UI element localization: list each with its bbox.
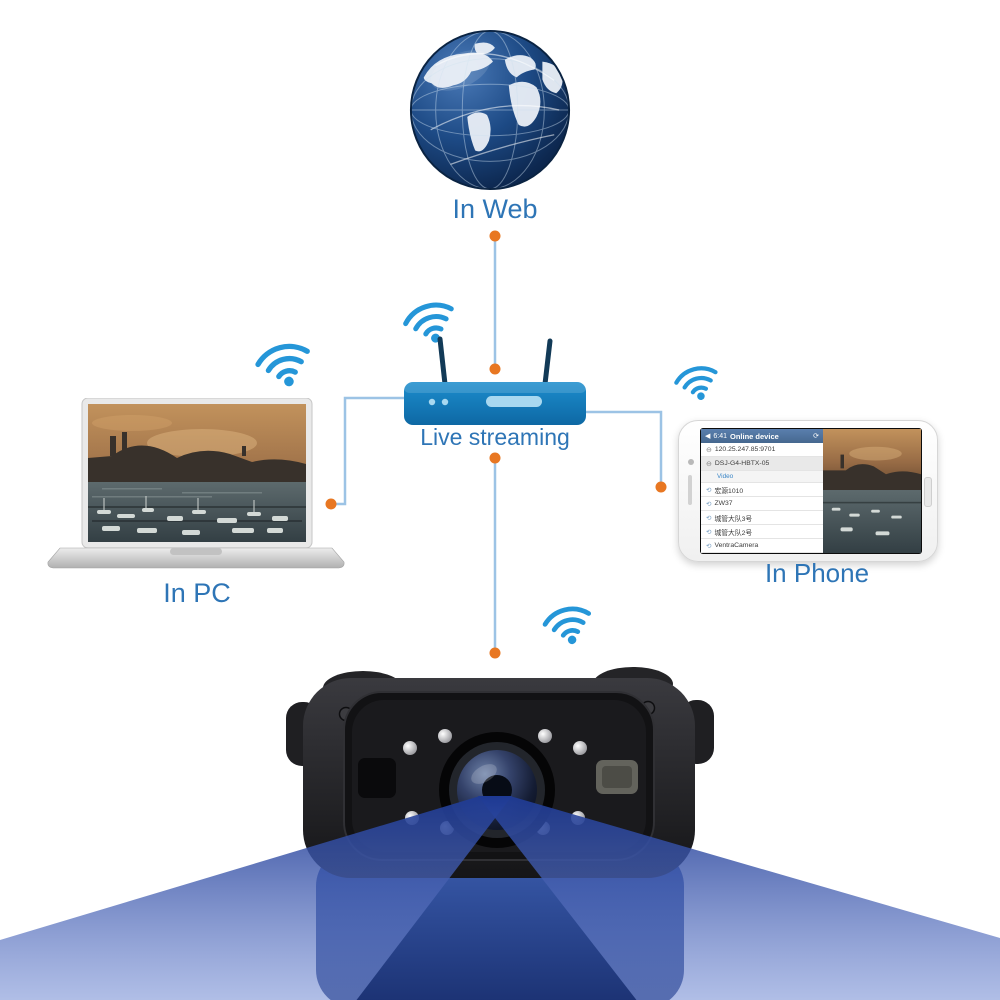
back-icon: ◀	[705, 433, 711, 441]
camera-left-sensor	[358, 758, 396, 798]
wifi-icon-phone	[674, 366, 718, 400]
device-list-item: ⟲ 城管大队3号	[701, 511, 823, 526]
phone-app-panel: ◀ 6:41 Online device ⟳ ⊖ 120.25.247.85:9…	[701, 429, 823, 554]
device-icon: ⟲	[706, 542, 712, 550]
video-section-label: Video	[701, 471, 823, 484]
phone-status-time: 6:41	[713, 432, 728, 440]
router-antennas	[437, 336, 553, 387]
collapse-icon: ⊖	[706, 460, 712, 468]
phone-photo	[823, 429, 921, 553]
server-address-row: ⊖ 120.25.247.85:9701	[701, 443, 823, 458]
device-name: 城管大队3号	[714, 515, 753, 523]
refresh-icon: ⟳	[813, 433, 819, 441]
globe-icon	[409, 29, 571, 191]
globe-grid	[410, 30, 570, 190]
phone-home-button	[924, 477, 932, 507]
wifi-icon-camera	[542, 606, 592, 645]
body-camera-icon	[286, 667, 714, 1000]
camera-lens	[439, 732, 555, 848]
device-name: 宏源1010	[714, 487, 744, 495]
wifi-icon-router	[403, 302, 454, 343]
globe-continents	[423, 42, 563, 152]
device-group: DSJ-G4-HBTX-05	[714, 460, 770, 468]
router-light-bar	[486, 396, 542, 407]
phone-app-title: Online device	[730, 431, 779, 441]
device-name: ZW37	[714, 500, 733, 508]
phone-speaker	[688, 475, 692, 505]
router-icon	[404, 336, 586, 425]
laptop-screen-photo	[88, 404, 306, 542]
device-name: 城管大队2号	[714, 529, 753, 537]
laptop-icon	[47, 398, 345, 569]
device-group-row: ⊖ DSJ-G4-HBTX-05	[701, 457, 823, 472]
laptop-base	[47, 547, 345, 569]
in-phone-label: In Phone	[764, 558, 870, 588]
device-list-item: ⟲ 城管大队2号	[701, 525, 823, 540]
device-list-item: ⟲ VentraCamera	[701, 539, 823, 554]
in-pc-label: In PC	[163, 578, 231, 608]
device-list-item: ⟲ 宏源1010	[701, 483, 823, 498]
device-icon: ⟲	[706, 514, 712, 522]
wifi-icon-laptop	[255, 343, 310, 387]
device-icon: ⟲	[706, 528, 712, 536]
in-web-label: In Web	[452, 194, 538, 224]
smartphone-icon: ◀ 6:41 Online device ⟳ ⊖ 120.25.247.85:9…	[678, 420, 938, 562]
device-icon: ⟲	[706, 486, 712, 494]
live-streaming-label: Live streaming	[420, 424, 570, 450]
phone-camera-dot	[688, 459, 694, 465]
phone-app-header: ◀ 6:41 Online device ⟳	[701, 429, 823, 444]
device-name: VentraCamera	[714, 542, 759, 550]
collapse-icon: ⊖	[706, 446, 712, 454]
device-list-item: ⟲ ZW37	[701, 497, 823, 512]
device-icon: ⟲	[706, 500, 712, 508]
globe-network-lines	[430, 53, 560, 165]
phone-screen: ◀ 6:41 Online device ⟳ ⊖ 120.25.247.85:9…	[700, 428, 922, 554]
server-address: 120.25.247.85:9701	[714, 446, 776, 454]
